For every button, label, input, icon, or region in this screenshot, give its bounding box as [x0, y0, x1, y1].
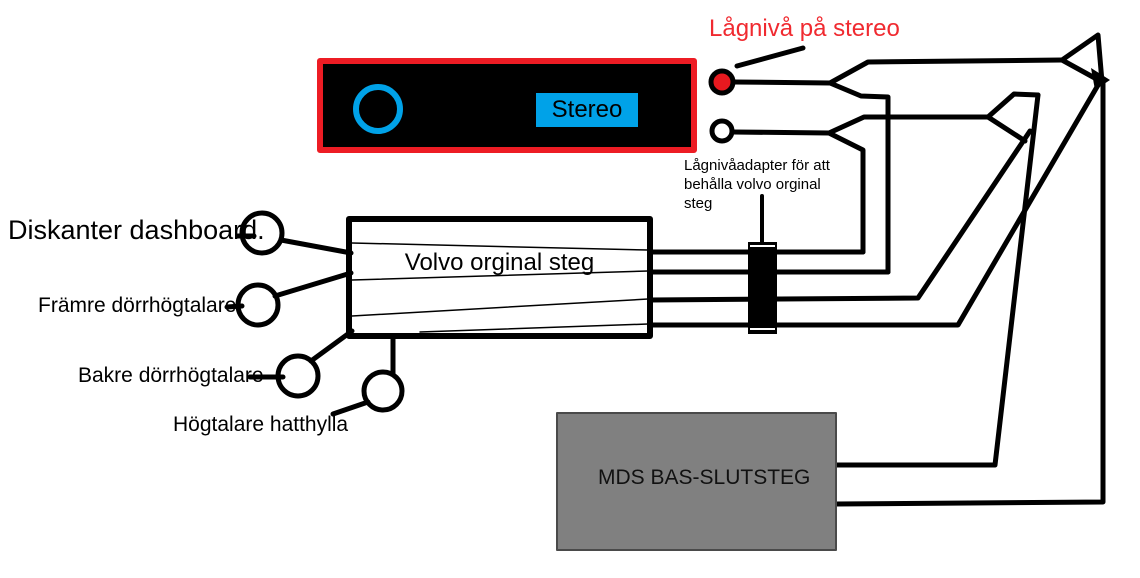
bakre-wire [308, 328, 355, 364]
rca-white-icon [709, 118, 735, 144]
adapter-note: Lågnivåadapter för att behålla volvo org… [684, 157, 830, 212]
big-arrow-icon [1059, 32, 1105, 85]
stereo-badge-label: Stereo [551, 96, 623, 123]
low-level-title: Lågnivå på stereo [709, 15, 900, 42]
volvo-inner-wire-1 [351, 242, 649, 251]
diskanter-speaker-label: Diskanter dashboard. [8, 215, 265, 245]
stereo-volume-knob-icon [353, 84, 403, 134]
framre-wire [272, 270, 354, 299]
title-pointer-line [734, 45, 806, 69]
white-branch-to-adapter [826, 130, 866, 255]
volvo-amp-label: Volvo orginal steg [404, 249, 595, 276]
framre-stub [224, 303, 245, 310]
diskanter-wire [278, 237, 354, 256]
adapter-sliver-bottom [750, 328, 775, 330]
speaker-hatthylla-icon [361, 369, 405, 413]
open-arrow-icon [985, 91, 1041, 144]
speaker-diskanter-icon [239, 210, 285, 256]
mds-amp-label: MDS BAS-SLUTSTEG [598, 466, 811, 489]
adapter-sliver-top [750, 245, 775, 247]
mds-amp-box [556, 412, 837, 551]
small-arrowhead-icon [1091, 68, 1110, 90]
hatthylla-pointer-line [330, 399, 371, 417]
volvo-inner-wire-4 [419, 323, 649, 333]
rca-white-wire [730, 114, 991, 136]
volvo-amp-box [346, 216, 653, 339]
stereo-label-bg [536, 93, 638, 127]
steg-output-wire-3 [647, 128, 1033, 303]
rca-red-wire [731, 57, 1065, 86]
framre-speaker-label: Främre dörrhögtalare [38, 294, 237, 317]
adapter-body [748, 242, 777, 334]
amp-output-wire-2 [833, 79, 1106, 507]
hatthylla-speaker-label: Högtalare hatthylla [173, 413, 349, 436]
rca-red-icon [708, 68, 736, 96]
volvo-inner-wire-2 [351, 270, 649, 281]
amp-output-wire-1 [833, 92, 1041, 468]
bakre-speaker-label: Bakre dörrhögtalare [78, 364, 264, 387]
red-branch-to-adapter [827, 80, 891, 275]
volvo-inner-wire-3 [351, 298, 649, 317]
